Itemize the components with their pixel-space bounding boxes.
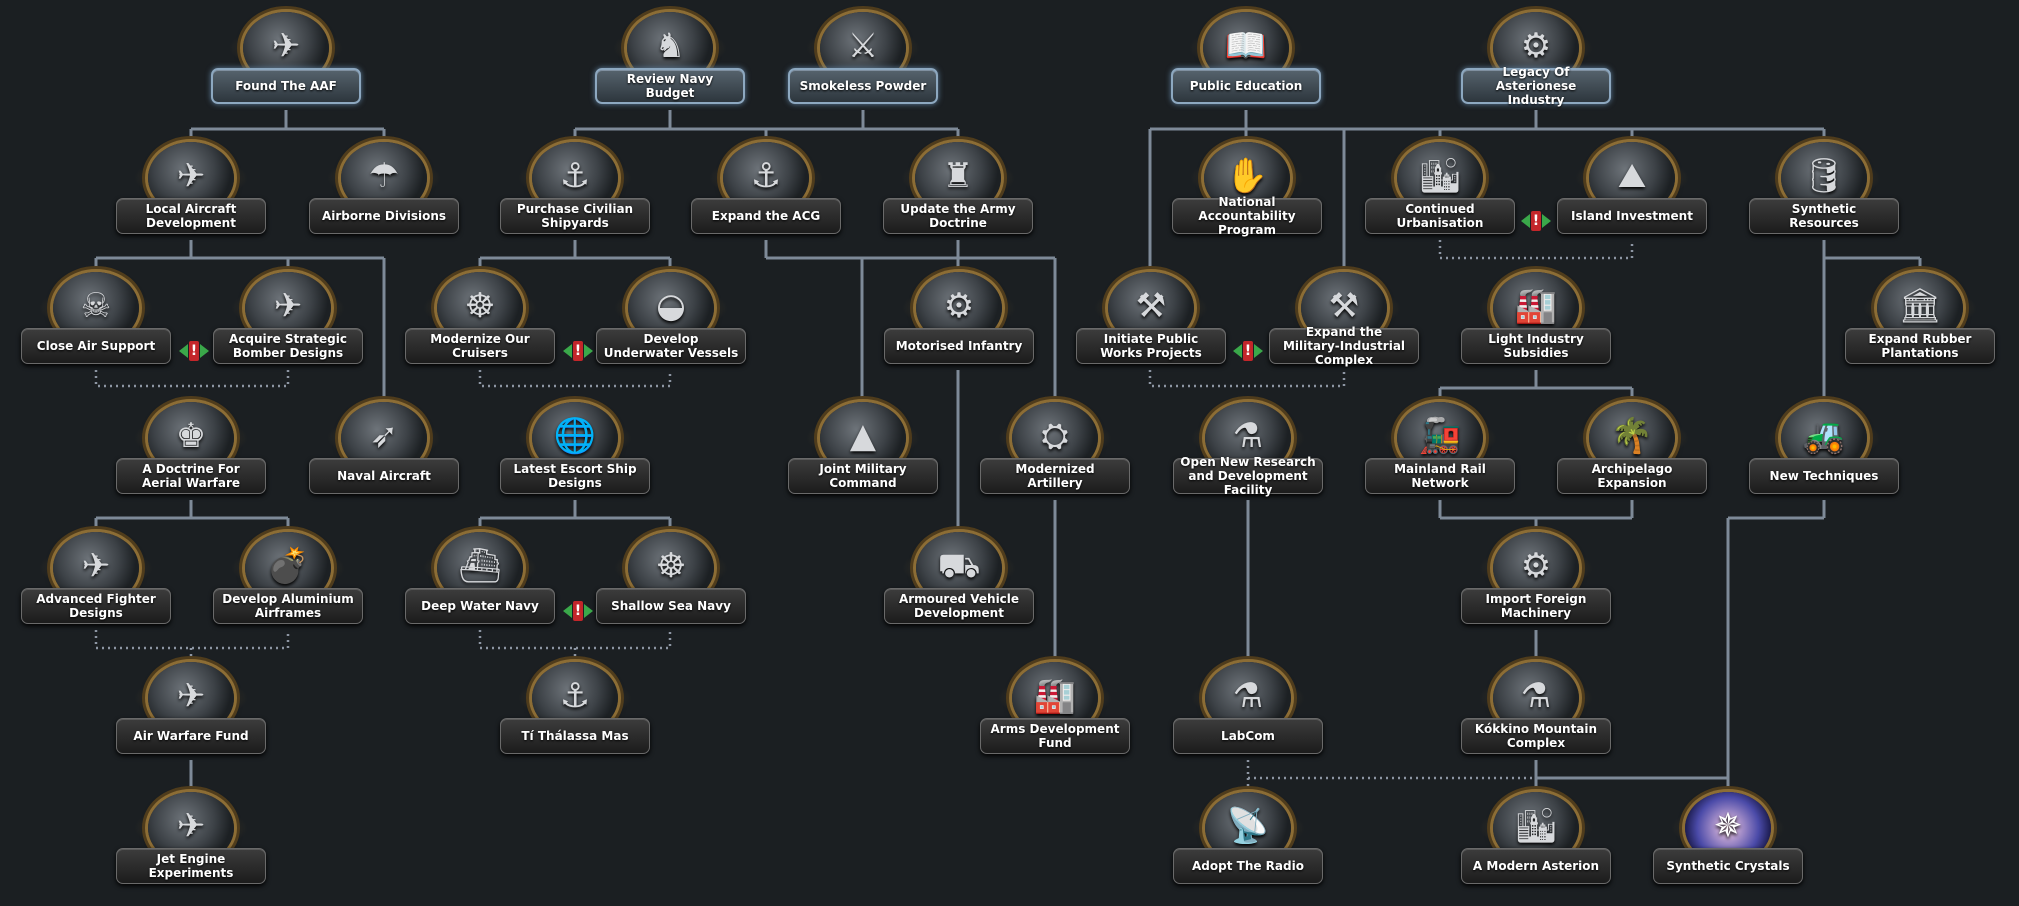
focus-local-aircraft-development[interactable]: ✈ Local Aircraft Development: [116, 144, 266, 228]
focus-deep-water-navy[interactable]: ⛴ Deep Water Navy: [405, 534, 555, 618]
focus-kokkino-mountain-complex[interactable]: ⚗ Kókkino Mountain Complex: [1461, 664, 1611, 748]
focus-military-industrial-complex[interactable]: ⚒ Expand the Military-Industrial Complex: [1269, 274, 1419, 358]
focus-label: Kókkino Mountain Complex: [1468, 722, 1604, 750]
focus-label: LabCom: [1221, 729, 1275, 743]
focus-light-industry-subsidies[interactable]: 🏭 Light Industry Subsidies: [1461, 274, 1611, 358]
focus-label: Modernize Our Cruisers: [412, 332, 548, 360]
mutually-exclusive-icon: !: [563, 341, 593, 361]
focus-modernize-cruisers[interactable]: ☸ Modernize Our Cruisers: [405, 274, 555, 358]
focus-found-the-aaf[interactable]: ✈ Found The AAF: [211, 14, 361, 98]
focus-label: Legacy Of Asterionese Industry: [1469, 65, 1603, 107]
focus-label: A Modern Asterion: [1473, 859, 1599, 873]
focus-label: Initiate Public Works Projects: [1083, 332, 1219, 360]
focus-legacy-asterionese-industry[interactable]: ⚙ Legacy Of Asterionese Industry: [1461, 14, 1611, 98]
focus-label: Open New Research and Development Facili…: [1180, 455, 1316, 497]
focus-a-modern-asterion[interactable]: 🏙 A Modern Asterion: [1461, 794, 1611, 878]
focus-label: Develop Aluminium Airframes: [220, 592, 356, 620]
focus-underwater-vessels[interactable]: ◒ Develop Underwater Vessels: [596, 274, 746, 358]
focus-label: Smokeless Powder: [800, 79, 927, 93]
focus-label: Found The AAF: [235, 79, 337, 93]
focus-labcom[interactable]: ⚗ LabCom: [1173, 664, 1323, 748]
focus-review-navy-budget[interactable]: ♞ Review Navy Budget: [595, 14, 745, 98]
focus-synthetic-crystals[interactable]: ✵ Synthetic Crystals: [1653, 794, 1803, 878]
focus-archipelago-expansion[interactable]: 🌴 Archipelago Expansion: [1557, 404, 1707, 488]
focus-doctrine-aerial-warfare[interactable]: ♚ A Doctrine For Aerial Warfare: [116, 404, 266, 488]
focus-ti-thalassa-mas[interactable]: ⚓ Tí Thálassa Mas: [500, 664, 650, 748]
focus-airborne-divisions[interactable]: ☂ Airborne Divisions: [309, 144, 459, 228]
focus-label: Motorised Infantry: [896, 339, 1023, 353]
focus-adopt-the-radio[interactable]: 📡 Adopt The Radio: [1173, 794, 1323, 878]
focus-motorised-infantry[interactable]: ⚙ Motorised Infantry: [884, 274, 1034, 358]
focus-label: Armoured Vehicle Development: [891, 592, 1027, 620]
focus-label: Tí Thálassa Mas: [521, 729, 628, 743]
focus-public-education[interactable]: 📖 Public Education: [1171, 14, 1321, 98]
focus-shallow-sea-navy[interactable]: ☸ Shallow Sea Navy: [596, 534, 746, 618]
mutually-exclusive-icon: !: [179, 341, 209, 361]
focus-continued-urbanisation[interactable]: 🏙 Continued Urbanisation: [1365, 144, 1515, 228]
focus-label: Synthetic Crystals: [1666, 859, 1789, 873]
focus-label: Expand the ACG: [712, 209, 820, 223]
focus-label: Public Education: [1190, 79, 1303, 93]
focus-label: Continued Urbanisation: [1372, 202, 1508, 230]
focus-label: Jet Engine Experiments: [123, 852, 259, 880]
mutually-exclusive-icon: !: [563, 601, 593, 621]
focus-label: Advanced Fighter Designs: [28, 592, 164, 620]
focus-naval-aircraft[interactable]: ➶ Naval Aircraft: [309, 404, 459, 488]
focus-smokeless-powder[interactable]: ⚔ Smokeless Powder: [788, 14, 938, 98]
focus-research-development-facility[interactable]: ⚗ Open New Research and Development Faci…: [1173, 404, 1323, 488]
focus-label: Latest Escort Ship Designs: [507, 462, 643, 490]
focus-air-warfare-fund[interactable]: ✈ Air Warfare Fund: [116, 664, 266, 748]
focus-label: Acquire Strategic Bomber Designs: [220, 332, 356, 360]
focus-label: Synthetic Resources: [1756, 202, 1892, 230]
focus-national-accountability-program[interactable]: ✋ National Accountability Program: [1172, 144, 1322, 228]
focus-expand-the-acg[interactable]: ⚓ Expand the ACG: [691, 144, 841, 228]
focus-label: Light Industry Subsidies: [1468, 332, 1604, 360]
focus-import-foreign-machinery[interactable]: ⚙ Import Foreign Machinery: [1461, 534, 1611, 618]
focus-label: Develop Underwater Vessels: [603, 332, 739, 360]
focus-escort-ship-designs[interactable]: 🌐 Latest Escort Ship Designs: [500, 404, 650, 488]
focus-arms-development-fund[interactable]: 🏭 Arms Development Fund: [980, 664, 1130, 748]
focus-strategic-bomber-designs[interactable]: ✈ Acquire Strategic Bomber Designs: [213, 274, 363, 358]
focus-purchase-civilian-shipyards[interactable]: ⚓ Purchase Civilian Shipyards: [500, 144, 650, 228]
mutually-exclusive-icon: !: [1521, 211, 1551, 231]
focus-synthetic-resources[interactable]: 🛢 Synthetic Resources: [1749, 144, 1899, 228]
focus-label: Naval Aircraft: [337, 469, 431, 483]
focus-label: Archipelago Expansion: [1564, 462, 1700, 490]
focus-expand-rubber-plantations[interactable]: 🏛 Expand Rubber Plantations: [1845, 274, 1995, 358]
focus-label: Local Aircraft Development: [123, 202, 259, 230]
focus-label: Review Navy Budget: [603, 72, 737, 100]
focus-aluminium-airframes[interactable]: 💣 Develop Aluminium Airframes: [213, 534, 363, 618]
focus-label: A Doctrine For Aerial Warfare: [123, 462, 259, 490]
focus-label: New Techniques: [1770, 469, 1879, 483]
mutually-exclusive-icon: !: [1233, 341, 1263, 361]
focus-label: Adopt The Radio: [1192, 859, 1304, 873]
focus-label: National Accountability Program: [1179, 195, 1315, 237]
focus-label: Mainland Rail Network: [1372, 462, 1508, 490]
focus-label: Expand Rubber Plantations: [1852, 332, 1988, 360]
focus-mainland-rail-network[interactable]: 🚂 Mainland Rail Network: [1365, 404, 1515, 488]
focus-label: Shallow Sea Navy: [611, 599, 731, 613]
focus-public-works-projects[interactable]: ⚒ Initiate Public Works Projects: [1076, 274, 1226, 358]
focus-label: Arms Development Fund: [987, 722, 1123, 750]
focus-label: Island Investment: [1571, 209, 1693, 223]
focus-label: Air Warfare Fund: [133, 729, 248, 743]
focus-armoured-vehicle-development[interactable]: ⛟ Armoured Vehicle Development: [884, 534, 1034, 618]
focus-jet-engine-experiments[interactable]: ✈ Jet Engine Experiments: [116, 794, 266, 878]
focus-label: Purchase Civilian Shipyards: [507, 202, 643, 230]
focus-close-air-support[interactable]: ☠ Close Air Support: [21, 274, 171, 358]
focus-update-army-doctrine[interactable]: ♜ Update the Army Doctrine: [883, 144, 1033, 228]
focus-island-investment[interactable]: ⛰ Island Investment: [1557, 144, 1707, 228]
focus-label: Expand the Military-Industrial Complex: [1276, 325, 1412, 367]
focus-label: Joint Military Command: [795, 462, 931, 490]
focus-label: Close Air Support: [37, 339, 155, 353]
focus-joint-military-command[interactable]: ▲ Joint Military Command: [788, 404, 938, 488]
focus-label: Update the Army Doctrine: [890, 202, 1026, 230]
focus-label: Airborne Divisions: [322, 209, 446, 223]
focus-label: Deep Water Navy: [421, 599, 539, 613]
focus-modernized-artillery[interactable]: ⛭ Modernized Artillery: [980, 404, 1130, 488]
focus-label: Modernized Artillery: [987, 462, 1123, 490]
focus-label: Import Foreign Machinery: [1468, 592, 1604, 620]
focus-advanced-fighter-designs[interactable]: ✈ Advanced Fighter Designs: [21, 534, 171, 618]
focus-new-techniques[interactable]: 🚜 New Techniques: [1749, 404, 1899, 488]
